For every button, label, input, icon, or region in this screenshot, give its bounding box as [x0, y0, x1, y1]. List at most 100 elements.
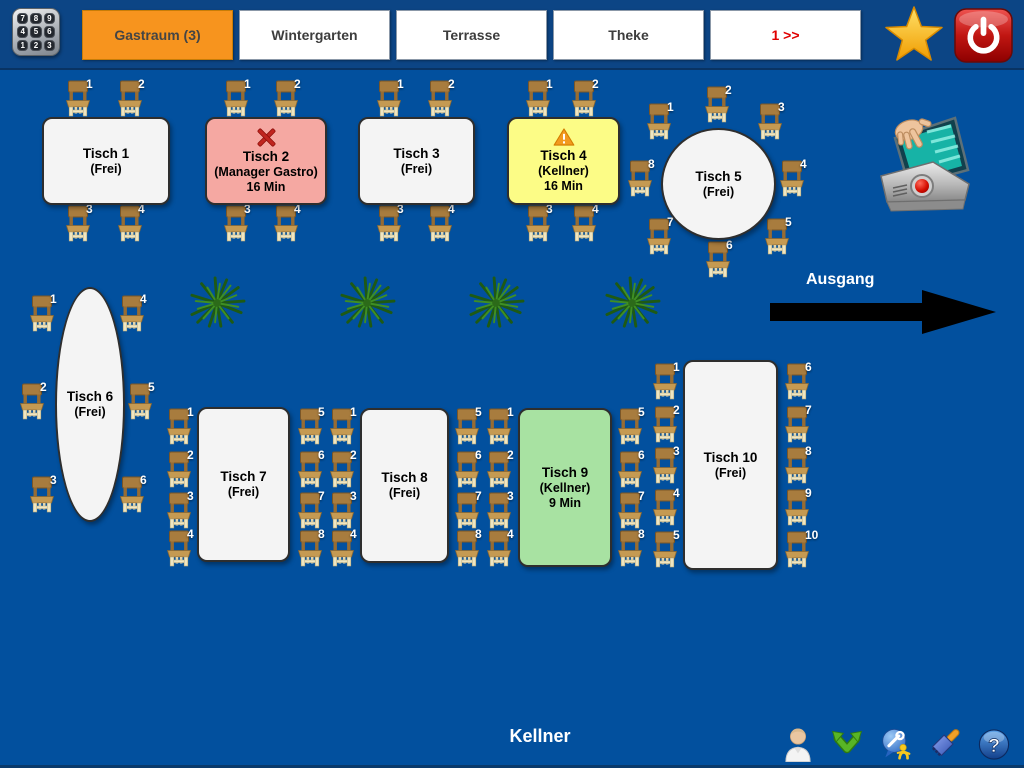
- table-7[interactable]: Tisch 7(Frei): [197, 407, 290, 562]
- power-off-icon[interactable]: [951, 7, 1016, 64]
- table-8-chair-3[interactable]: 3: [329, 489, 366, 530]
- table-3[interactable]: Tisch 3(Frei): [358, 117, 475, 205]
- cleaning-brush-icon[interactable]: [929, 726, 961, 762]
- table-10[interactable]: Tisch 10(Frei): [683, 360, 778, 570]
- table-3-chair-3[interactable]: 3: [376, 202, 413, 243]
- table-2-chair-1[interactable]: 1: [223, 77, 260, 118]
- table-10-chair-4[interactable]: 4: [652, 486, 689, 527]
- table-6-chair-5[interactable]: 5: [127, 380, 164, 421]
- table-1[interactable]: Tisch 1(Frei): [42, 117, 170, 205]
- table-5[interactable]: Tisch 5(Frei): [661, 128, 776, 240]
- table-9-chair-4[interactable]: 4: [486, 527, 523, 568]
- table-4-chair-3[interactable]: 3: [525, 202, 562, 243]
- table-name: Tisch 1: [82, 145, 130, 161]
- table-5-chair-5[interactable]: 5: [764, 215, 801, 256]
- table-9[interactable]: Tisch 9(Kellner)9 Min: [518, 408, 612, 567]
- table-5-chair-6[interactable]: 6: [705, 238, 742, 279]
- table-4-chair-4[interactable]: 4: [571, 202, 608, 243]
- table-2-chair-3[interactable]: 3: [223, 202, 260, 243]
- table-3-chair-1[interactable]: 1: [376, 77, 413, 118]
- table-10-chair-8[interactable]: 8: [784, 444, 821, 485]
- table-10-chair-6[interactable]: 6: [784, 360, 821, 401]
- table-9-chair-7[interactable]: 7: [617, 489, 654, 530]
- switch-arrows-icon[interactable]: [831, 726, 863, 762]
- table-status: (Frei): [90, 161, 122, 176]
- table-1-chair-2[interactable]: 2: [117, 77, 154, 118]
- table-7-chair-1[interactable]: 1: [166, 405, 203, 446]
- table-9-chair-5[interactable]: 5: [617, 405, 654, 446]
- table-3-chair-4[interactable]: 4: [427, 202, 464, 243]
- tab-gastraum[interactable]: Gastraum (3): [82, 10, 233, 60]
- table-10-chair-7[interactable]: 7: [784, 403, 821, 444]
- table-4-chair-2[interactable]: 2: [571, 77, 608, 118]
- chair-icon: [166, 408, 192, 445]
- table-1-chair-4[interactable]: 4: [117, 202, 154, 243]
- tab-theke[interactable]: Theke: [553, 10, 704, 60]
- tab-terrasse[interactable]: Terrasse: [396, 10, 547, 60]
- table-7-chair-8[interactable]: 8: [297, 527, 334, 568]
- support-icon[interactable]: [880, 726, 912, 762]
- chair-icon: [486, 530, 512, 567]
- table-8-chair-8[interactable]: 8: [454, 527, 491, 568]
- chair-number: 8: [475, 527, 482, 541]
- table-4[interactable]: Tisch 4(Kellner)16 Min: [507, 117, 620, 205]
- table-9-chair-2[interactable]: 2: [486, 448, 523, 489]
- chair-number: 6: [726, 238, 733, 252]
- favorites-star-icon[interactable]: [884, 6, 944, 64]
- table-8-chair-4[interactable]: 4: [329, 527, 366, 568]
- help-icon[interactable]: ?: [978, 726, 1010, 762]
- chair-icon: [652, 406, 678, 443]
- table-5-chair-8[interactable]: 8: [627, 157, 664, 198]
- chair-icon: [297, 408, 323, 445]
- table-2-chair-4[interactable]: 4: [273, 202, 310, 243]
- table-6-chair-3[interactable]: 3: [29, 473, 66, 514]
- table-9-chair-6[interactable]: 6: [617, 448, 654, 489]
- table-1-chair-1[interactable]: 1: [65, 77, 102, 118]
- table-5-chair-4[interactable]: 4: [779, 157, 816, 198]
- table-9-chair-1[interactable]: 1: [486, 405, 523, 446]
- table-5-chair-3[interactable]: 3: [757, 100, 794, 141]
- tab-next-page[interactable]: 1 >>: [710, 10, 861, 60]
- table-5-chair-1[interactable]: 1: [646, 100, 683, 141]
- table-8-chair-7[interactable]: 7: [454, 489, 491, 530]
- table-10-chair-3[interactable]: 3: [652, 444, 689, 485]
- table-1-chair-3[interactable]: 3: [65, 202, 102, 243]
- table-5-chair-2[interactable]: 2: [704, 83, 741, 124]
- table-2-chair-2[interactable]: 2: [273, 77, 310, 118]
- table-10-chair-9[interactable]: 9: [784, 486, 821, 527]
- table-10-chair-2[interactable]: 2: [652, 403, 689, 444]
- table-6-chair-1[interactable]: 1: [29, 292, 66, 333]
- table-6-chair-4[interactable]: 4: [119, 292, 156, 333]
- table-2[interactable]: Tisch 2(Manager Gastro)16 Min: [205, 117, 327, 205]
- table-10-chair-1[interactable]: 1: [652, 360, 689, 401]
- pos-terminal-icon[interactable]: [875, 110, 975, 216]
- table-7-chair-7[interactable]: 7: [297, 489, 334, 530]
- table-8[interactable]: Tisch 8(Frei): [360, 408, 449, 563]
- table-8-chair-2[interactable]: 2: [329, 448, 366, 489]
- table-7-chair-5[interactable]: 5: [297, 405, 334, 446]
- table-7-chair-4[interactable]: 4: [166, 527, 203, 568]
- waiter-avatar-icon[interactable]: [782, 726, 814, 762]
- table-4-chair-1[interactable]: 1: [525, 77, 562, 118]
- table-7-chair-2[interactable]: 2: [166, 448, 203, 489]
- table-3-chair-2[interactable]: 2: [427, 77, 464, 118]
- table-10-chair-5[interactable]: 5: [652, 528, 689, 569]
- table-7-chair-6[interactable]: 6: [297, 448, 334, 489]
- chair-number: 5: [785, 215, 792, 229]
- table-10-chair-10[interactable]: 10: [784, 528, 821, 569]
- chair-number: 6: [475, 448, 482, 462]
- footer-icon-bar: ?: [782, 724, 1010, 764]
- table-6-chair-2[interactable]: 2: [19, 380, 56, 421]
- table-9-chair-3[interactable]: 3: [486, 489, 523, 530]
- fern-plant-icon: [605, 276, 661, 328]
- table-9-chair-8[interactable]: 8: [617, 527, 654, 568]
- table-6-chair-6[interactable]: 6: [119, 473, 156, 514]
- table-8-chair-1[interactable]: 1: [329, 405, 366, 446]
- table-8-chair-6[interactable]: 6: [454, 448, 491, 489]
- table-8-chair-5[interactable]: 5: [454, 405, 491, 446]
- tab-wintergarten[interactable]: Wintergarten: [239, 10, 390, 60]
- table-6[interactable]: Tisch 6(Frei): [55, 287, 125, 522]
- table-5-chair-7[interactable]: 7: [646, 215, 683, 256]
- table-7-chair-3[interactable]: 3: [166, 489, 203, 530]
